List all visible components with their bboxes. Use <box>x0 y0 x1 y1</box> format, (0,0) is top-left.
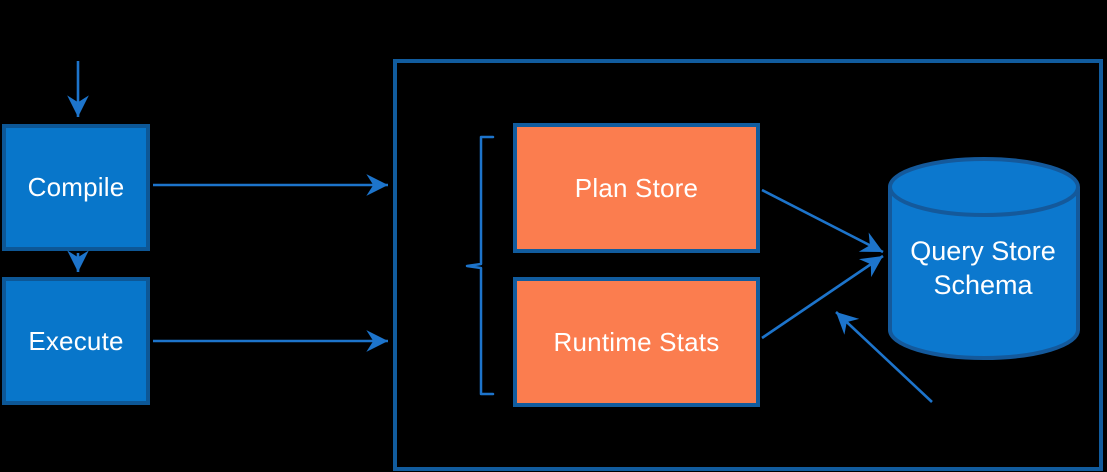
compile-node: Compile <box>2 124 150 251</box>
runtime-stats-node: Runtime Stats <box>513 277 760 407</box>
plan-store-label: Plan Store <box>574 172 699 203</box>
runtime-stats-label: Runtime Stats <box>553 326 720 357</box>
query-store-container <box>393 59 1103 471</box>
execute-node: Execute <box>2 277 150 405</box>
plan-store-node: Plan Store <box>513 123 760 253</box>
execute-label: Execute <box>28 325 124 356</box>
query-store-schema-line1: Query Store <box>910 236 1056 266</box>
compile-label: Compile <box>27 172 125 202</box>
query-store-schema-label: Query Store Schema <box>888 234 1078 302</box>
query-store-schema-line2: Schema <box>933 270 1033 300</box>
